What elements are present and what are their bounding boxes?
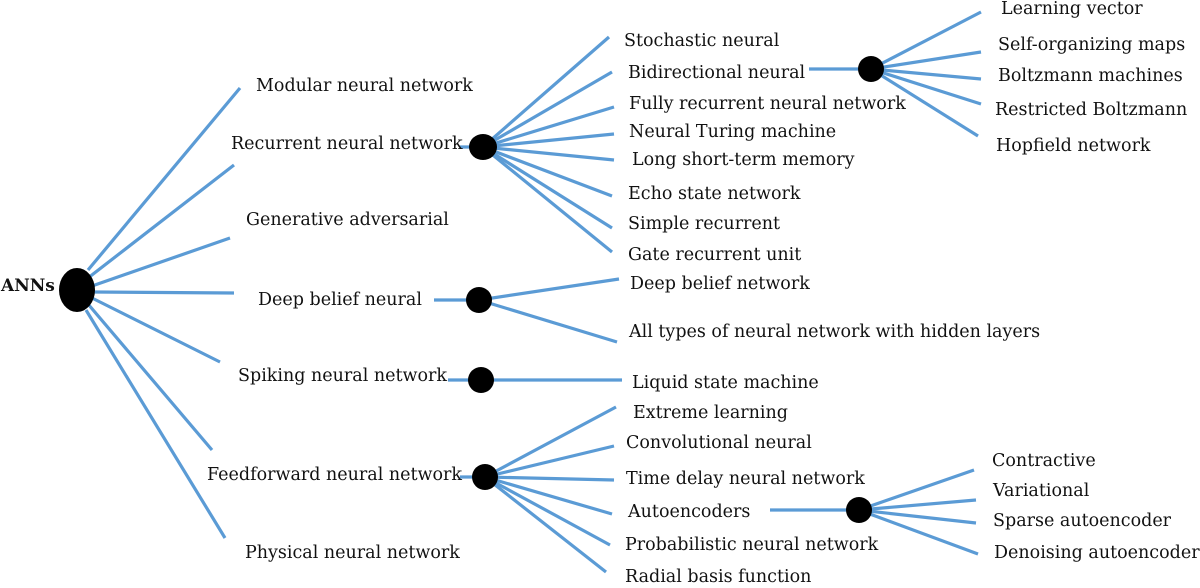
deep-belief-child-label: Deep belief network: [630, 274, 810, 294]
deep-belief-node: [466, 287, 492, 313]
edge-ff-autoencoders: [484, 475, 613, 516]
bidirectional-child-label: Hopfield network: [996, 136, 1151, 156]
level1-label: Generative adversarial: [246, 210, 449, 230]
edge-ae-variational: [858, 498, 977, 512]
edge-recurrent-simple: [482, 145, 613, 230]
recurrent-node: [469, 134, 497, 160]
edge-ae-contractive: [858, 468, 975, 512]
edge-recurrent-lstm: [482, 145, 615, 162]
edge-recurrent-turing: [482, 132, 615, 149]
edge-bidir-hopfield: [870, 67, 979, 138]
autoencoder-child-label: Sparse autoencoder: [993, 511, 1172, 531]
edge-root-physical: [84, 309, 227, 539]
recurrent-child-label: Simple recurrent: [628, 214, 781, 234]
spiking-child-label: Liquid state machine: [632, 373, 819, 393]
level1-label: Deep belief neural: [258, 290, 422, 310]
feedforward-child-label: Convolutional neural: [626, 433, 812, 453]
edge-bidir-som: [870, 50, 982, 71]
edge-bidir-boltzmann: [870, 67, 982, 81]
level1-label: Feedforward neural network: [207, 465, 463, 485]
edge-root-deep-belief: [93, 290, 235, 295]
edge-ff-time-delay: [484, 475, 615, 482]
edge-bidir-restricted: [870, 67, 982, 106]
edge-ff-radial: [484, 475, 607, 574]
bidirectional-child-label: Learning vector: [1001, 0, 1143, 19]
root-label: ANNs: [1, 276, 55, 296]
bidirectional-child-label: Self-organizing maps: [998, 35, 1186, 55]
edge-recurrent-fully: [482, 105, 615, 149]
autoencoder-child-label: Contractive: [992, 451, 1096, 471]
edge-deep-belief-hidden: [478, 298, 618, 344]
level1-label: Physical neural network: [245, 543, 460, 563]
feedforward-child-label: Extreme learning: [633, 403, 789, 423]
edge-ff-convolutional: [484, 444, 615, 479]
edge-root-modular: [86, 86, 242, 272]
edge-deep-belief-network: [478, 277, 620, 302]
recurrent-child-label: Echo state network: [628, 184, 801, 204]
feedforward-child-label: Probabilistic neural network: [625, 535, 879, 555]
spiking-node: [468, 367, 494, 393]
feedforward-child-label: Radial basis function: [625, 567, 812, 587]
recurrent-child-label: Fully recurrent neural network: [629, 94, 906, 114]
edge-ff-extreme: [484, 405, 617, 479]
bidirectional-node: [858, 56, 884, 82]
edge-ff-probabilistic: [484, 475, 611, 547]
edge-bidir-learning-vector: [870, 10, 982, 71]
edge-root-generative: [91, 236, 231, 288]
autoencoder-node: [846, 497, 872, 523]
recurrent-child-label: Stochastic neural: [624, 31, 780, 51]
edge-root-recurrent: [87, 163, 235, 280]
level1-label: Recurrent neural network: [231, 134, 463, 154]
bidirectional-child-label: Boltzmann machines: [998, 66, 1183, 86]
level1-label: Modular neural network: [256, 76, 473, 96]
deep-belief-child-label: All types of neural network with hidden …: [629, 322, 1041, 342]
edge-ae-sparse: [858, 508, 977, 525]
feedforward-child-label: Time delay neural network: [626, 469, 865, 489]
level1-label: Spiking neural network: [238, 366, 448, 386]
edge-recurrent-echo: [482, 145, 613, 198]
feedforward-node: [472, 464, 498, 490]
feedforward-child-label: Autoencoders: [628, 502, 751, 522]
edge-root-feedforward: [86, 302, 214, 452]
edge-recurrent-bidirectional: [482, 70, 613, 149]
autoencoder-child-label: Denoising autoencoder: [994, 543, 1200, 563]
recurrent-child-label: Neural Turing machine: [629, 122, 837, 142]
recurrent-child-label: Long short-term memory: [632, 150, 855, 170]
autoencoder-child-label: Variational: [993, 481, 1090, 501]
edge-root-spiking: [91, 296, 221, 364]
recurrent-child-label: Bidirectional neural: [628, 63, 806, 83]
edge-recurrent-stochastic: [481, 35, 611, 149]
edge-recurrent-gru: [481, 145, 614, 254]
root-node: [59, 268, 95, 312]
bidirectional-child-label: Restricted Boltzmann: [995, 100, 1188, 120]
edge-ae-denoising: [858, 508, 979, 556]
recurrent-child-label: Gate recurrent unit: [628, 245, 802, 265]
